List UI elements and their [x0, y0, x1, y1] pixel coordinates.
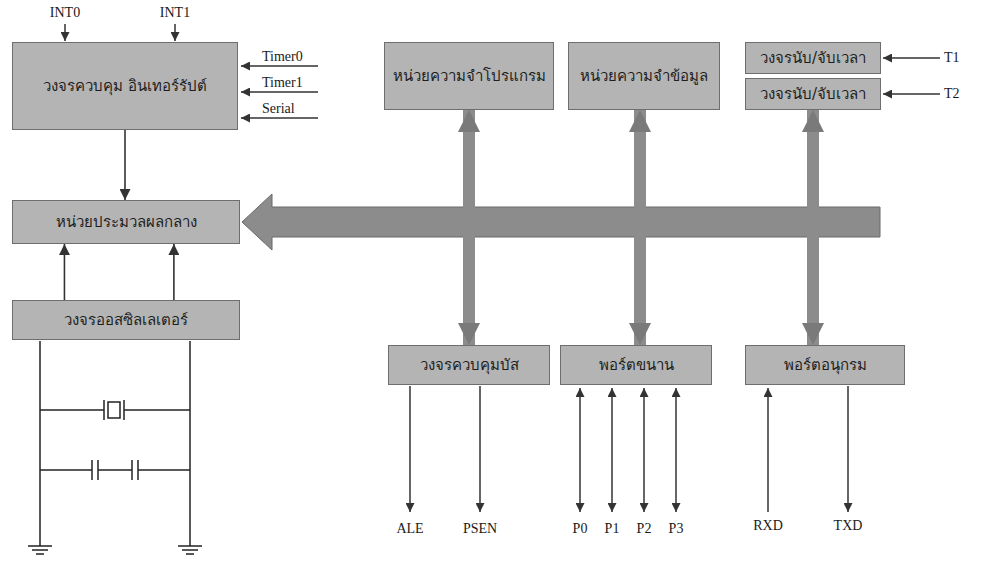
- box-label: วงจรควบคุมบัส: [414, 354, 525, 377]
- oscillator-box: วงจรออสซิลเลเตอร์: [12, 300, 240, 340]
- signal-name: Serial: [262, 102, 295, 116]
- signal-arrow: [173, 244, 175, 300]
- signal-name: T1: [944, 51, 960, 65]
- bus-arrow: [634, 110, 646, 345]
- box-label: วงจรนับ/จับเวลา: [754, 47, 872, 70]
- signal-arrow: [124, 130, 126, 200]
- parallel-port-box: พอร์ตขนาน: [560, 345, 712, 385]
- data-memory-box: หน่วยความจำข้อมูล: [568, 42, 720, 110]
- serial-port-box: พอร์ตอนุกรม: [745, 345, 905, 385]
- box-label: วงจรออสซิลเลเตอร์: [58, 309, 194, 332]
- box-label: วงจรควบคุม อินเทอร์รัปต์: [37, 75, 213, 98]
- program-memory-box: หน่วยความจำโปรแกรม: [384, 42, 554, 110]
- signal-arrow: [64, 244, 66, 300]
- system-bus: [242, 194, 880, 250]
- signal-name: P0: [573, 522, 588, 536]
- signal-name: INT1: [160, 6, 190, 20]
- signal-name: PSEN: [463, 522, 497, 536]
- signal-name: TXD: [834, 519, 863, 533]
- signal-name: P1: [605, 522, 620, 536]
- signal-name: ALE: [396, 522, 423, 536]
- signal-name: P3: [669, 522, 684, 536]
- box-label: วงจรนับ/จับเวลา: [754, 83, 872, 106]
- signal-name: RXD: [753, 519, 783, 533]
- oscillator-network: [28, 341, 202, 554]
- box-label: พอร์ตขนาน: [593, 354, 680, 377]
- signal-name: Timer1: [262, 76, 303, 90]
- timer-box: วงจรนับ/จับเวลา: [745, 42, 881, 74]
- box-label: หน่วยความจำโปรแกรม: [387, 65, 552, 88]
- box-label: หน่วยประมวลผลกลาง: [50, 211, 203, 234]
- bus-control-box: วงจรควบคุมบัส: [388, 345, 550, 385]
- timer-box: วงจรนับ/จับเวลา: [745, 78, 881, 110]
- box-label: หน่วยความจำข้อมูล: [574, 65, 714, 88]
- bus-arrow: [807, 110, 819, 345]
- signal-name: Timer0: [262, 50, 303, 64]
- cpu-box: หน่วยประมวลผลกลาง: [12, 200, 240, 244]
- interrupt-control-box: วงจรควบคุม อินเทอร์รัปต์: [12, 42, 238, 130]
- box-label: พอร์ตอนุกรม: [778, 354, 873, 377]
- signal-name: INT0: [50, 6, 80, 20]
- signal-name: P2: [637, 522, 652, 536]
- signal-name: T2: [944, 87, 960, 101]
- bus-arrow: [463, 110, 475, 345]
